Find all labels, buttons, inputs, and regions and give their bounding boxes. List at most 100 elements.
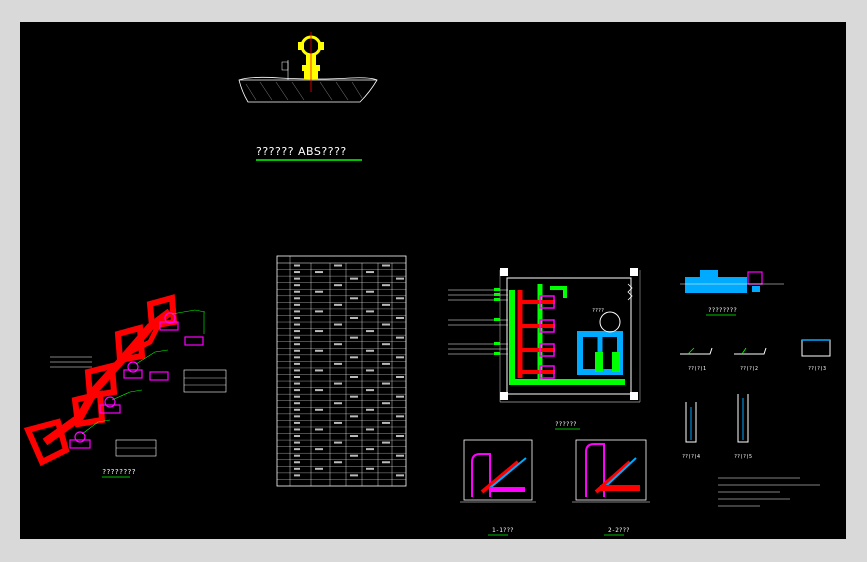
table-cell-mark — [350, 277, 358, 280]
table-cell-mark — [382, 461, 390, 464]
table-cell-mark — [350, 435, 358, 438]
table-cell-mark — [350, 454, 358, 457]
table-cell-mark — [315, 467, 323, 470]
table-cell-mark — [294, 343, 300, 346]
table-cell-mark — [334, 382, 342, 385]
table-cell-mark — [334, 284, 342, 287]
detail-e-label: ??(?)5 — [734, 454, 752, 460]
table-cell-mark — [294, 428, 300, 431]
table-cell-mark — [294, 435, 300, 438]
table-cell-mark — [366, 349, 374, 352]
table-cell-mark — [315, 290, 323, 293]
table-cell-mark — [315, 271, 323, 274]
plan-view-label: ?????? — [555, 421, 577, 428]
detail-a: ??(?)1 — [680, 347, 713, 372]
main-title-block: ?????? ABS???? — [256, 145, 362, 161]
table-cell-mark — [366, 467, 374, 470]
table-cell-mark — [396, 316, 404, 319]
table-cell-mark — [294, 461, 300, 464]
table-cell-mark — [396, 376, 404, 378]
table-cell-mark — [294, 336, 300, 339]
table-cell-mark — [294, 474, 300, 477]
detail-c-label: ??(?)3 — [808, 366, 826, 372]
detail-b: ??(?)2 — [734, 347, 767, 372]
table-cell-mark — [294, 330, 300, 333]
table-cell-mark — [294, 271, 300, 274]
table-cell-mark — [382, 284, 390, 287]
table-cell-mark — [315, 448, 323, 451]
table-cell-mark — [366, 389, 374, 392]
table-cell-mark — [396, 297, 404, 300]
table-cell-mark — [366, 369, 374, 372]
table-cell-mark — [350, 356, 358, 359]
table-cell-mark — [315, 428, 323, 431]
table-cell-mark — [396, 415, 404, 418]
main-title: ?????? ABS???? — [256, 145, 347, 158]
cad-drawing-canvas[interactable]: ?????? ABS???? — [20, 22, 846, 539]
table-cell-mark — [396, 474, 404, 477]
table-cell-mark — [334, 303, 342, 306]
detail-c: ??(?)3 — [801, 339, 831, 372]
table-cell-mark — [350, 316, 358, 319]
table-cell-mark — [294, 467, 300, 470]
table-cell-mark — [350, 474, 358, 477]
table-cell-mark — [382, 402, 390, 405]
table-cell-mark — [294, 349, 300, 352]
table-cell-mark — [294, 303, 300, 306]
section-1-1: 1-1??? — [460, 439, 536, 536]
table-cell-mark — [366, 310, 374, 313]
table-cell-mark — [382, 421, 390, 424]
detail-a-label: ??(?)1 — [688, 366, 706, 372]
table-cell-mark — [396, 395, 404, 398]
table-cell-mark — [366, 428, 374, 431]
table-cell-mark — [294, 441, 300, 444]
table-cell-mark — [294, 376, 300, 378]
table-cell-mark — [366, 330, 374, 333]
table-cell-mark — [315, 408, 323, 411]
table-cell-mark — [294, 402, 300, 405]
table-cell-mark — [294, 310, 300, 313]
table-cell-mark — [294, 389, 300, 392]
table-cell-mark — [294, 448, 300, 451]
table-cell-mark — [334, 343, 342, 346]
table-cell-mark — [334, 441, 342, 444]
table-cell-mark — [315, 310, 323, 313]
table-cell-mark — [315, 330, 323, 333]
table-cell-mark — [350, 376, 358, 378]
table-cell-mark — [294, 284, 300, 287]
table-cell-mark — [315, 389, 323, 392]
section-2-label: 2-2??? — [608, 527, 630, 534]
table-cell-mark — [382, 382, 390, 385]
table-cell-mark — [366, 290, 374, 293]
table-cell-mark — [294, 277, 300, 280]
table-cell-mark — [350, 395, 358, 398]
table-cell-mark — [294, 408, 300, 411]
table-cell-mark — [366, 448, 374, 451]
table-cell-mark — [382, 264, 390, 267]
table-cell-mark — [396, 356, 404, 359]
table-cell-mark — [350, 336, 358, 339]
stair-note-box — [183, 369, 227, 393]
table-cell-mark — [294, 316, 300, 319]
table-cell-mark — [294, 323, 300, 326]
detail-b-label: ??(?)2 — [740, 366, 758, 372]
table-cell-mark — [315, 369, 323, 372]
plan-view: ???? ?????? — [448, 268, 641, 430]
table-cell-mark — [366, 408, 374, 411]
stair-detail-label: ???????? — [102, 468, 136, 476]
table-cell-mark — [294, 356, 300, 359]
table-cell-mark — [294, 369, 300, 372]
table-cell-mark — [382, 441, 390, 444]
table-cell-mark — [350, 415, 358, 418]
table-cell-mark — [334, 461, 342, 464]
table-cell-mark — [396, 435, 404, 438]
profile-detail: ???????? — [680, 270, 784, 316]
table-cell-mark — [294, 382, 300, 385]
detail-d: ??(?)4 — [682, 402, 700, 460]
section-1-label: 1-1??? — [492, 527, 514, 534]
material-schedule-table — [276, 255, 407, 487]
table-cell-mark — [396, 454, 404, 457]
ground-marker-detail — [238, 32, 378, 103]
detail-e: ??(?)5 — [734, 394, 752, 460]
table-cell-mark — [294, 415, 300, 418]
